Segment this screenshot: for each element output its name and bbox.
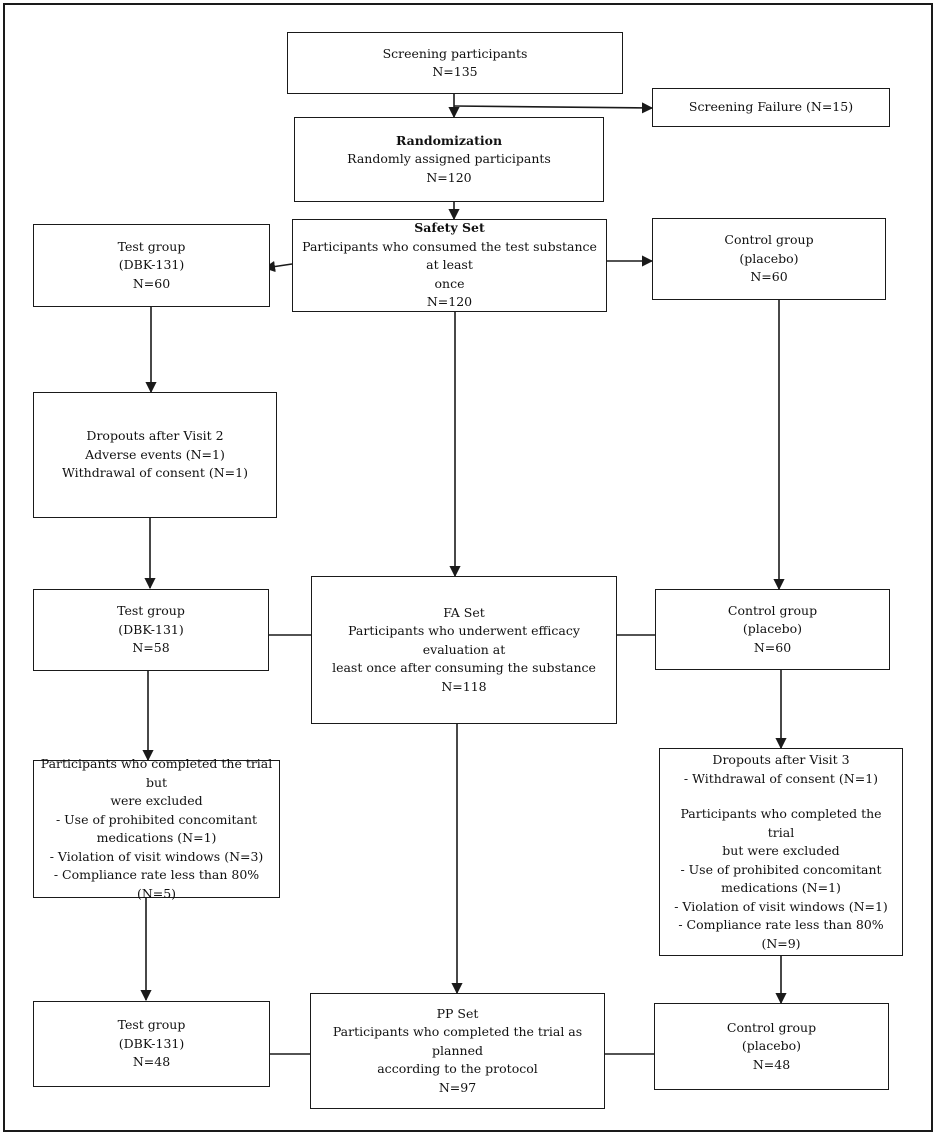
dropouts-visit3-line-1: - Withdrawal of consent (N=1) [683,770,879,786]
test-group-1-sub: (DBK-131) [118,257,185,273]
figure-frame [3,3,933,1132]
fa-set-box: FA Set Participants who underwent effica… [311,576,617,724]
dropouts-visit3-box: Dropouts after Visit 3 - Withdrawal of c… [659,748,903,956]
test-group-box-2: Test group (DBK-131) N=58 [33,589,269,671]
control-group-3-sub: (placebo) [741,1038,802,1054]
dropouts-visit3-title: Dropouts after Visit 3 [712,752,850,767]
safety-set-title: Safety Set [414,220,485,236]
excluded-test-box: Participants who completed the trial but… [33,756,280,901]
fa-set-desc-1: Participants who underwent efficacy eval… [348,623,580,657]
control-group-3-title: Control group [726,1019,817,1035]
dropouts-visit2-box: Dropouts after Visit 2 Adverse events (N… [33,392,277,518]
pp-set-count: N=97 [438,1079,477,1095]
control-group-box-2: Control group (placebo) N=60 [655,589,890,670]
randomization-box: Randomization Randomly assigned particip… [294,117,604,202]
randomization-count: N=120 [426,169,472,185]
dropouts-visit3-line-8: (N=9) [761,935,801,951]
test-group-2-title: Test group [117,603,185,619]
excluded-test-line-6: - Compliance rate less than 80% (N=5) [53,867,260,901]
safety-set-box: Safety Set Participants who consumed the… [292,219,607,312]
screening-title: Screening participants [382,45,528,61]
pp-set-box: PP Set Participants who completed the tr… [310,993,605,1109]
control-group-3-count: N=48 [752,1056,791,1072]
control-group-1-sub: (placebo) [739,250,799,266]
test-group-1-title: Test group [117,238,186,254]
test-group-2-sub: (DBK-131) [118,621,184,637]
control-group-2-sub: (placebo) [742,621,803,637]
excluded-test-line-2: were excluded [110,793,203,808]
excluded-test-line-4: medications (N=1) [96,830,217,845]
fa-set-count: N=118 [441,678,487,694]
control-group-2-title: Control group [727,602,818,618]
fa-set-title: FA Set [443,604,485,620]
excluded-test-line-5: - Violation of visit windows (N=3) [49,848,264,864]
control-group-2-count: N=60 [753,639,792,655]
screening-failure-box: Screening Failure (N=15) [652,88,890,127]
test-group-box-3: Test group (DBK-131) N=48 [33,1001,270,1087]
test-group-3-sub: (DBK-131) [118,1035,185,1051]
safety-set-desc-1: Participants who consumed the test subst… [302,238,597,273]
dropouts-visit3-line-2: Participants who completed the trial [680,806,882,840]
dropouts-visit3-line-7: - Compliance rate less than 80% [678,917,884,932]
randomization-desc: Randomly assigned participants [347,151,551,167]
arrow-screening-to-failure [453,102,654,114]
pp-set-desc-1: Participants who completed the trial as … [332,1024,583,1058]
pp-set-title: PP Set [436,1005,479,1021]
fa-set-desc-2: least once after consuming the substance [332,660,596,676]
dropouts-visit2-line-2: Withdrawal of consent (N=1) [62,465,248,481]
pp-set-desc-2: according to the protocol [377,1061,538,1077]
test-group-box-1: Test group (DBK-131) N=60 [33,224,270,307]
dropouts-visit3-line-5: medications (N=1) [721,880,841,895]
test-group-3-count: N=48 [132,1054,171,1070]
test-group-1-count: N=60 [132,275,171,291]
control-group-1-count: N=60 [750,269,788,285]
safety-set-count: N=120 [426,294,473,310]
test-group-2-count: N=58 [132,640,170,656]
dropouts-visit2-line-1: Adverse events (N=1) [85,446,225,462]
excluded-test-line-3: - Use of prohibited concomitant [55,811,258,827]
control-group-1-title: Control group [724,232,814,248]
screening-count: N=135 [432,64,478,79]
safety-set-desc-2: once [434,275,465,291]
control-group-box-1: Control group (placebo) N=60 [652,218,886,300]
dropouts-visit3-line-4: - Use of prohibited concomitant [680,861,882,877]
screening-failure-label: Screening Failure (N=15) [688,99,854,115]
dropouts-visit2-title: Dropouts after Visit 2 [86,428,224,444]
control-group-box-3: Control group (placebo) N=48 [654,1003,889,1090]
test-group-3-title: Test group [117,1017,186,1033]
randomization-title: Randomization [395,132,503,148]
screening-box: Screening participants N=135 [287,32,623,94]
dropouts-visit3-line-3: but were excluded [722,843,840,858]
dropouts-visit3-line-6: - Violation of visit windows (N=1) [674,898,888,914]
excluded-test-line-1: Participants who completed the trial but [40,756,273,790]
